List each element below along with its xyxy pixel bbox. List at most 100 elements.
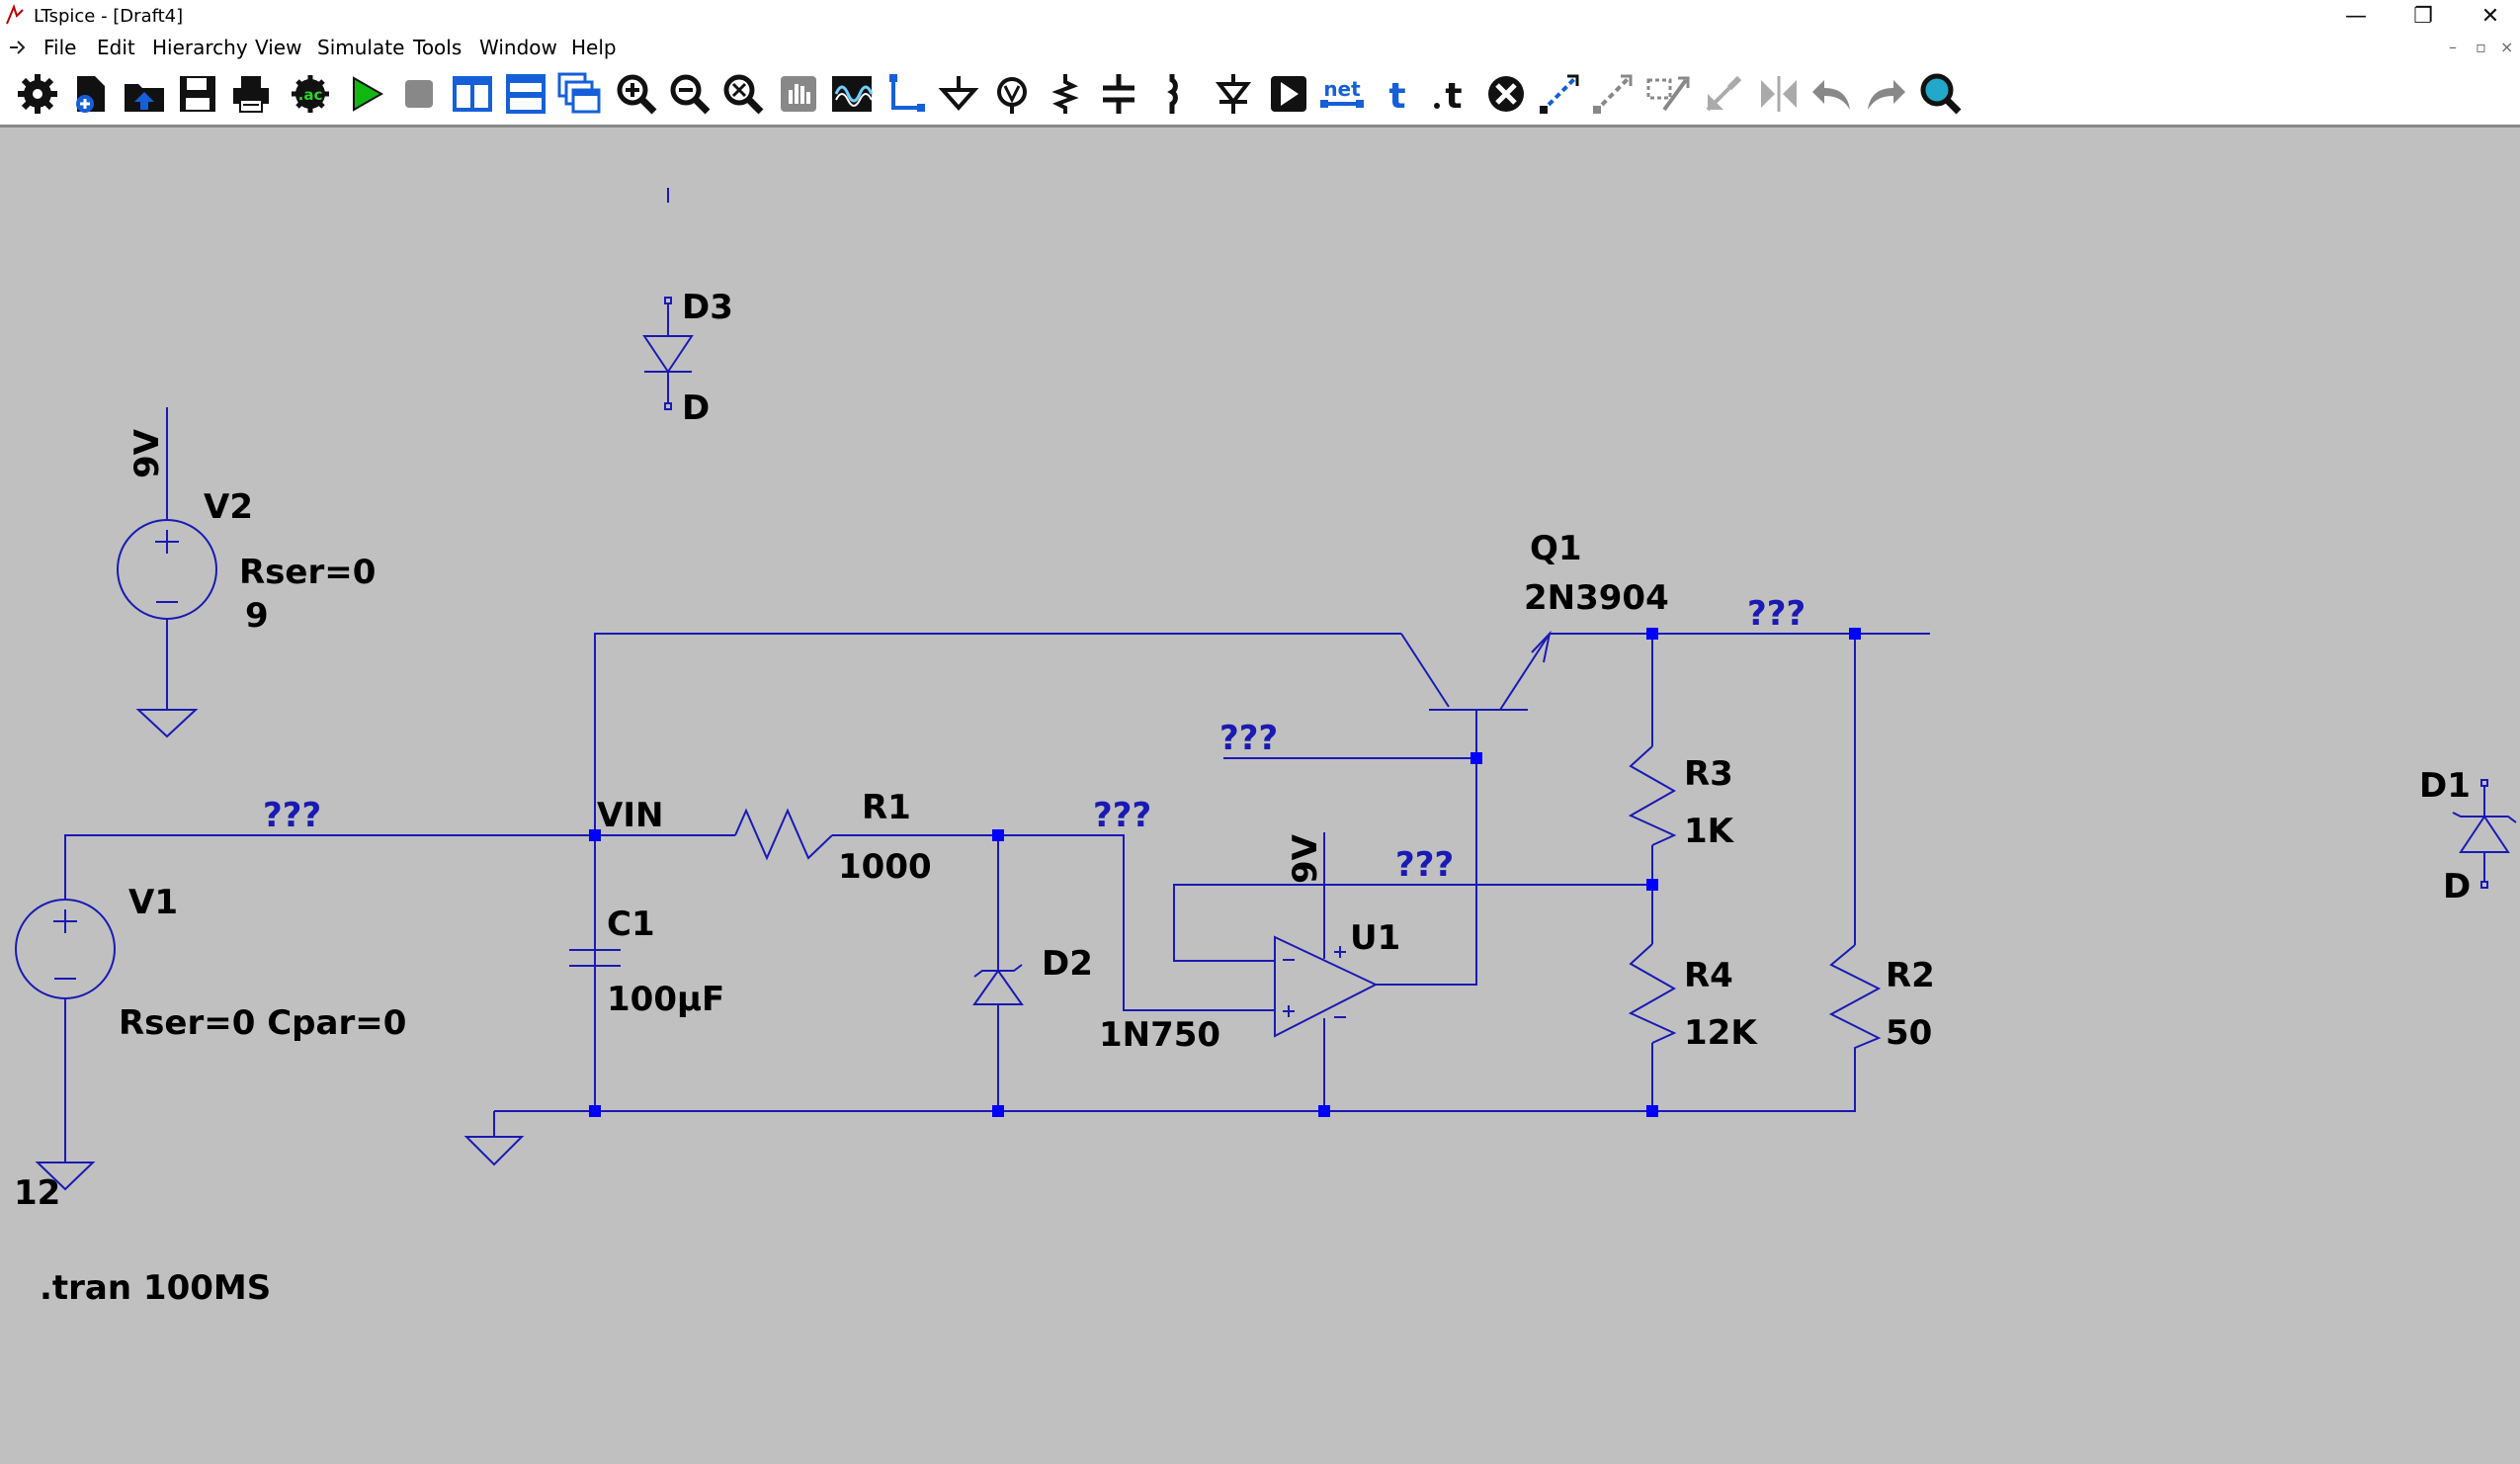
q1-model: 2N3904 <box>1524 578 1669 618</box>
redo-button[interactable] <box>1862 70 1909 118</box>
wire-button[interactable] <box>882 70 929 118</box>
move-button[interactable] <box>1589 70 1637 118</box>
net-label-base[interactable]: ??? <box>1219 719 1278 758</box>
menu-window[interactable]: Window <box>479 36 557 59</box>
diode-d3[interactable] <box>642 297 694 410</box>
zener-diode-d2[interactable] <box>972 961 1024 1025</box>
tile-vertical-icon <box>453 76 492 112</box>
close-button[interactable]: ✕ <box>2480 3 2500 29</box>
spice-directive-button[interactable]: t <box>1427 70 1474 118</box>
ground-button[interactable] <box>935 70 982 118</box>
voltage-source-v2[interactable] <box>117 407 217 738</box>
zoom-out-button[interactable] <box>666 70 714 118</box>
delete-button[interactable] <box>1482 70 1530 118</box>
capacitor-icon <box>1103 74 1134 114</box>
rotate-button[interactable] <box>1700 70 1747 118</box>
opamp-u1[interactable] <box>1274 832 1379 1044</box>
menu-simulate[interactable]: Simulate <box>317 36 405 59</box>
menu-help[interactable]: Help <box>571 36 617 59</box>
menu-file[interactable]: File <box>43 36 77 59</box>
halt-button[interactable] <box>395 70 443 118</box>
menu-tools[interactable]: Tools <box>413 36 462 59</box>
spice-directive-icon: t <box>1434 76 1463 117</box>
menu-edit[interactable]: Edit <box>97 36 135 59</box>
resistor-r3[interactable] <box>1628 745 1677 846</box>
settings-button[interactable] <box>14 70 61 118</box>
svg-text:.ac: .ac <box>298 86 323 104</box>
open-button[interactable] <box>121 70 168 118</box>
schematic-drawing[interactable]: 9V V2 Rser=0 9 V1 Rser=0 Cpar=0 12 D3 D … <box>0 128 2520 1464</box>
mdi-child-icon[interactable] <box>8 38 30 57</box>
v1-param: Rser=0 Cpar=0 <box>119 1003 406 1043</box>
tile-horizontal-icon <box>506 74 546 114</box>
inductor-icon <box>1167 74 1178 114</box>
zoom-fit-button[interactable] <box>719 70 767 118</box>
zoom-in-button[interactable] <box>613 70 660 118</box>
schematic-canvas[interactable]: 9V V2 Rser=0 9 V1 Rser=0 Cpar=0 12 D3 D … <box>0 128 2520 1464</box>
diode-d1[interactable] <box>2452 779 2517 889</box>
menu-bar: File Edit Hierarchy View Simulate Tools … <box>0 32 2520 63</box>
v1-value: 12 <box>14 1173 60 1213</box>
print-button[interactable] <box>227 70 275 118</box>
d2-name: D2 <box>1042 944 1093 984</box>
u1-name: U1 <box>1350 918 1400 958</box>
drag-button[interactable] <box>1644 70 1692 118</box>
ac-analysis-icon: .ac <box>292 75 329 113</box>
mirror-button[interactable] <box>1755 70 1803 118</box>
menu-view[interactable]: View <box>255 36 302 59</box>
diode-button[interactable] <box>1210 70 1257 118</box>
mdi-minimize-button[interactable]: – <box>2449 38 2457 56</box>
r2-name: R2 <box>1886 956 1935 995</box>
drag-icon <box>1646 76 1690 112</box>
r4-value: 12K <box>1684 1013 1758 1053</box>
copy-wire-icon <box>1540 74 1579 114</box>
svg-text:net: net <box>1323 77 1361 101</box>
find-button[interactable] <box>1917 70 1965 118</box>
net-label-feedback[interactable]: ??? <box>1395 845 1454 885</box>
duplicate-button[interactable] <box>1536 70 1583 118</box>
inductor-button[interactable] <box>1148 70 1196 118</box>
mdi-close-button[interactable]: × <box>2500 38 2514 56</box>
q1-name: Q1 <box>1530 529 1582 568</box>
redo-icon <box>1868 80 1905 110</box>
net-label-vin-source[interactable]: ??? <box>263 796 321 835</box>
d2-model: 1N750 <box>1099 1015 1220 1055</box>
component-button[interactable] <box>1265 70 1312 118</box>
new-schematic-button[interactable] <box>67 70 115 118</box>
run-button[interactable] <box>342 70 389 118</box>
net-label-output[interactable]: ??? <box>1747 594 1806 634</box>
save-button[interactable] <box>174 70 221 118</box>
net-icon: net <box>1320 77 1364 108</box>
menu-hierarchy[interactable]: Hierarchy <box>152 36 248 59</box>
text-button[interactable]: t <box>1374 70 1421 118</box>
net-label-vin[interactable]: VIN <box>597 796 663 835</box>
resistor-button[interactable] <box>1042 70 1089 118</box>
capacitor-c1[interactable] <box>569 835 621 1111</box>
capacitor-button[interactable] <box>1095 70 1142 118</box>
transistor-q1[interactable] <box>1400 630 1552 711</box>
label-net-button[interactable] <box>988 70 1036 118</box>
r2-value: 50 <box>1886 1013 1932 1053</box>
resistor-r4[interactable] <box>1628 943 1677 1044</box>
voltage-source-v1[interactable] <box>15 899 116 1191</box>
spice-directive[interactable]: .tran 100MS <box>40 1268 271 1308</box>
waveform-button[interactable] <box>828 70 876 118</box>
zoom-fit-icon <box>723 74 764 115</box>
ac-analysis-button[interactable]: .ac <box>287 70 334 118</box>
rotate-icon <box>1706 75 1742 112</box>
restore-button[interactable]: ❐ <box>2413 3 2433 29</box>
net-label-zener[interactable]: ??? <box>1093 796 1151 835</box>
minimize-button[interactable]: — <box>2345 3 2367 29</box>
netlist-button[interactable]: net <box>1318 70 1366 118</box>
resistor-r2[interactable] <box>1828 944 1882 1064</box>
undo-button[interactable] <box>1808 70 1856 118</box>
tile-vertical-button[interactable] <box>449 70 496 118</box>
pan-button[interactable] <box>775 70 822 118</box>
cascade-button[interactable] <box>555 70 603 118</box>
mdi-restore-button[interactable]: ▫ <box>2476 38 2486 56</box>
open-folder-icon <box>125 84 164 112</box>
resistor-r1[interactable] <box>734 808 833 861</box>
zoom-in-icon <box>617 74 657 115</box>
save-icon <box>180 76 215 112</box>
tile-horizontal-button[interactable] <box>502 70 549 118</box>
